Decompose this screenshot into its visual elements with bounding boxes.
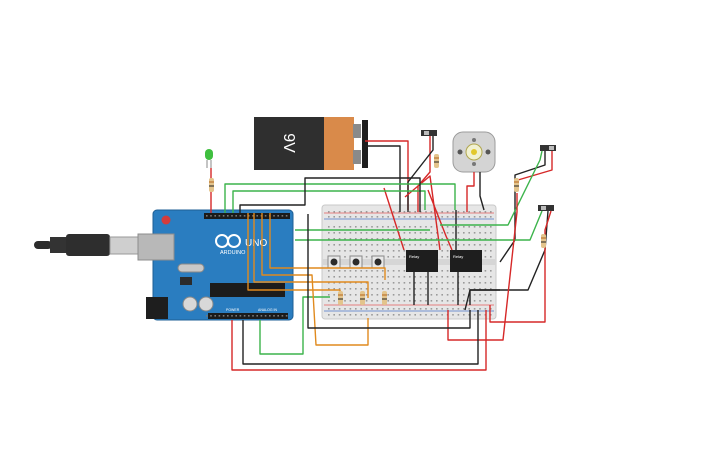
wire-relay-cross-2 — [404, 175, 441, 251]
wire-motor-b — [479, 172, 485, 211]
wire-battery-positive — [365, 140, 409, 210]
wire-right-black — [469, 289, 500, 305]
resistor-led[interactable] — [209, 178, 214, 192]
relay-1-label: Relay — [409, 254, 419, 259]
wires — [210, 136, 553, 371]
wire-orange-3 — [261, 213, 369, 346]
wire-switch1-black — [407, 136, 434, 212]
wire-right-red — [447, 193, 518, 341]
usb-cable — [34, 234, 154, 256]
resistor-button2[interactable] — [360, 291, 365, 305]
resistor-switch3[interactable] — [541, 234, 546, 248]
push-button-3[interactable] — [371, 255, 385, 269]
arduino-model-label: UNO — [245, 238, 267, 249]
relay-2[interactable]: Relay — [450, 250, 482, 272]
wire-switch2-green — [440, 150, 543, 226]
wire-switch2-a — [499, 151, 546, 263]
dc-motor[interactable] — [452, 131, 496, 173]
wire-orange-4 — [269, 213, 386, 280]
reset-button[interactable] — [161, 215, 171, 225]
push-button-1[interactable] — [327, 255, 341, 269]
arduino-header-pins — [206, 215, 288, 317]
analog-header-label: ANALOG IN — [258, 308, 278, 312]
power-header-label: POWER — [226, 308, 240, 312]
resistor-button3[interactable] — [382, 291, 387, 305]
wire-red-bottom — [231, 310, 487, 371]
wire-black-bottom — [242, 310, 479, 365]
relay-2-label: Relay — [453, 254, 463, 259]
wire-switch2-b — [517, 151, 553, 181]
battery-9v[interactable]: 9V — [254, 117, 368, 170]
arduino-brand-label: ARDUINO — [220, 250, 246, 256]
wire-battery-negative — [365, 145, 401, 212]
wire-black-loop — [307, 214, 471, 329]
slide-switch-2[interactable] — [540, 145, 556, 151]
wire-switch3-c — [489, 210, 552, 323]
resistor-button1[interactable] — [338, 291, 343, 305]
push-button-2[interactable] — [349, 255, 363, 269]
wire-green-1 — [224, 183, 456, 213]
led-green[interactable] — [205, 149, 213, 168]
battery-label: 9V — [280, 133, 297, 153]
slide-switch-1[interactable] — [421, 130, 437, 136]
resistors — [209, 154, 546, 305]
resistor-switch1[interactable] — [434, 154, 439, 168]
wire-green-2 — [232, 190, 426, 213]
wire-orange-2 — [253, 213, 369, 298]
wire-black-top — [239, 177, 421, 213]
resistor-switch2[interactable] — [514, 178, 519, 192]
wire-relay-cross-3 — [427, 189, 453, 251]
wire-switch3-a — [295, 210, 543, 241]
wire-motor-a — [466, 172, 475, 212]
wire-green-4 — [259, 296, 330, 355]
relay-1[interactable]: Relay — [406, 250, 438, 272]
slide-switch-3[interactable] — [538, 205, 554, 211]
arduino-logo-icon — [215, 234, 241, 248]
